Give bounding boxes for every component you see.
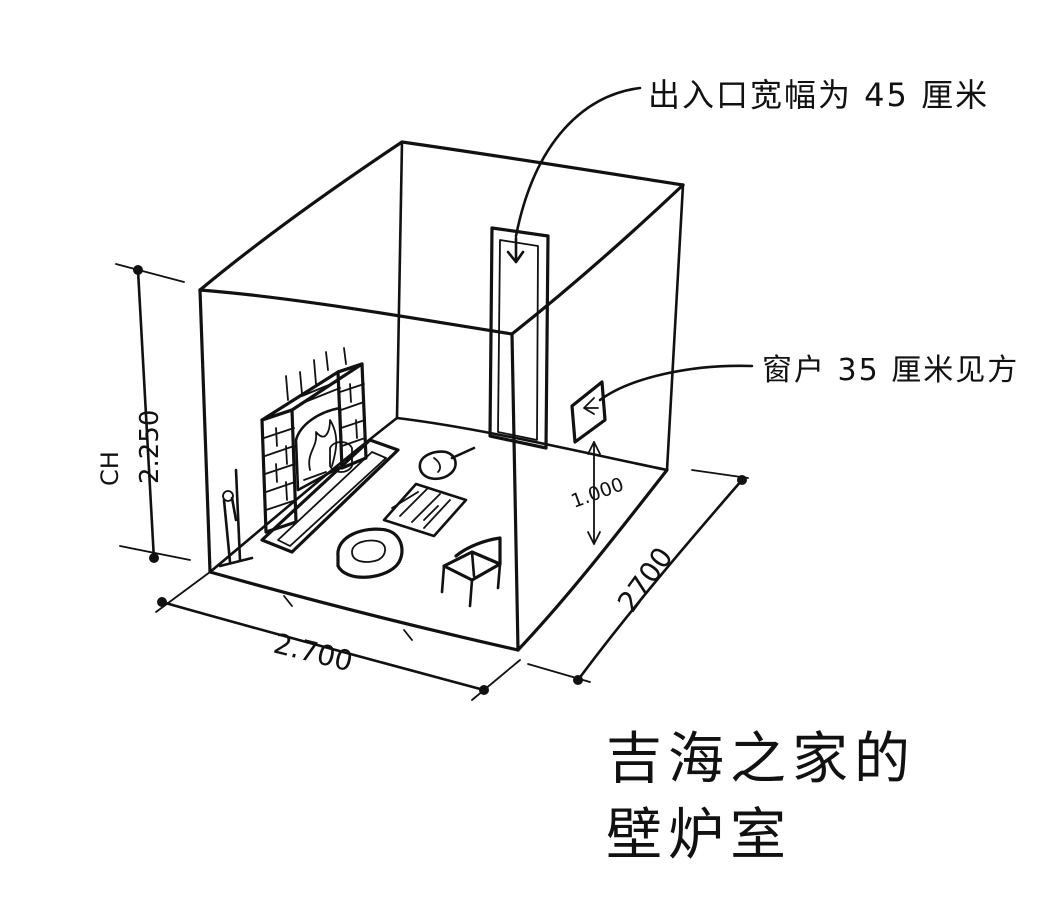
depth-dimension: 2700 xyxy=(527,469,749,685)
depth-dot-back xyxy=(737,475,747,485)
fireplace xyxy=(260,347,368,534)
fire-tools xyxy=(218,468,254,568)
front-top-edge xyxy=(198,288,514,336)
front-left-vertical xyxy=(198,288,212,574)
back-left-vertical xyxy=(395,140,404,420)
back-floor-edge xyxy=(395,416,669,472)
fireplace-fire-icon xyxy=(308,419,338,471)
width-tick-2 xyxy=(403,629,413,641)
height-ext-top xyxy=(115,263,185,283)
right-top-edge xyxy=(510,183,685,336)
width-dot-left xyxy=(157,597,167,607)
room-box xyxy=(198,140,685,652)
hearth xyxy=(260,438,400,554)
round-cushion xyxy=(336,527,404,579)
front-floor-edge xyxy=(208,570,520,652)
door-leader-line xyxy=(514,86,642,238)
door-arrow-icon xyxy=(506,236,525,264)
width-ext-right xyxy=(471,659,521,701)
tray-handle xyxy=(450,446,476,460)
window-frame xyxy=(570,380,607,444)
chair xyxy=(440,536,502,608)
rug-fringe xyxy=(391,487,451,529)
chair-back xyxy=(454,536,502,566)
fire-tool-knob xyxy=(222,490,234,502)
hearth-outline xyxy=(260,438,400,554)
round-cushion-inner xyxy=(351,539,386,563)
width-line xyxy=(160,600,486,692)
height-dot-top xyxy=(133,265,143,275)
tray-outline xyxy=(418,450,457,481)
tray-mark xyxy=(433,457,441,473)
door-opening xyxy=(488,226,550,450)
front-right-vertical xyxy=(510,332,520,652)
width-value: 2.700 xyxy=(270,627,356,678)
tray xyxy=(418,446,476,481)
window-height-arrow-top xyxy=(587,441,601,455)
width-tick-1 xyxy=(283,595,293,607)
window-size-annotation: 窗户 35 厘米见方 xyxy=(762,353,1020,388)
window-leader-line xyxy=(598,364,754,402)
window-height-dimension: 1.000 xyxy=(568,441,627,545)
drawing-title-line-1: 吉海之家的 xyxy=(606,727,916,792)
fireplace-brick-pattern xyxy=(263,381,366,511)
left-floor-edge xyxy=(208,416,399,574)
fire-tool-stand xyxy=(218,556,254,568)
fireplace-opening xyxy=(294,406,344,492)
back-right-vertical xyxy=(665,183,685,472)
chair-legs xyxy=(440,550,502,608)
door-frame-inner xyxy=(497,239,539,441)
left-top-edge xyxy=(198,140,404,292)
door-frame-outer xyxy=(488,226,550,450)
depth-dot-front xyxy=(573,675,583,685)
fireplace-mantel xyxy=(260,362,364,422)
door-width-annotation: 出入口宽幅为 45 厘米 xyxy=(648,76,990,114)
right-floor-edge xyxy=(516,468,669,652)
fire-poker xyxy=(234,468,242,562)
height-line xyxy=(136,268,156,562)
window-arrow-icon xyxy=(583,397,599,415)
rug xyxy=(382,482,468,538)
back-top-edge xyxy=(400,140,685,187)
height-dot-bottom xyxy=(149,553,159,563)
height-dimension: CH 2.250 xyxy=(96,263,191,563)
fireplace-smoke-lines xyxy=(285,347,347,401)
height-value: 2.250 xyxy=(135,410,165,484)
height-label: CH xyxy=(96,451,124,486)
fire-tongs xyxy=(222,496,238,564)
width-dimension: 2.700 xyxy=(155,571,521,701)
round-cushion-outline xyxy=(336,527,404,579)
height-ext-bottom xyxy=(119,545,191,561)
window-height-value: 1.000 xyxy=(568,473,627,512)
depth-line xyxy=(576,478,744,682)
rug-outline xyxy=(382,482,468,538)
drawing-title-line-2: 壁炉室 xyxy=(606,803,792,868)
window-height-arrow-bottom xyxy=(587,531,601,545)
depth-value: 2700 xyxy=(611,541,680,618)
fireplace-logs xyxy=(303,441,353,481)
width-dot-right xyxy=(479,685,489,695)
window xyxy=(570,380,607,444)
hearth-inner xyxy=(277,451,387,547)
